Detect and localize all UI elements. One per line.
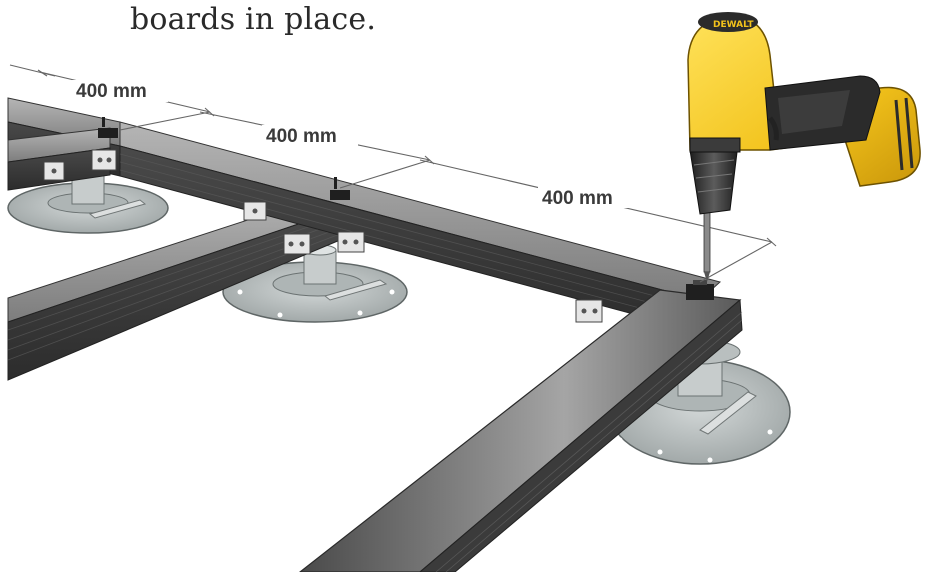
- instruction-caption: boards in place.: [130, 2, 377, 37]
- dimension-labels: 400 mm 400 mm 400 mm: [72, 80, 634, 209]
- rail-bracket: [43, 149, 603, 323]
- board-clip: [98, 117, 714, 300]
- drill-brand-mark: DEWALT: [713, 20, 754, 30]
- dimension-label-3: 400 mm: [542, 188, 613, 209]
- pedestal-middle: [222, 244, 408, 323]
- rail-long-diagonal: [119, 121, 722, 333]
- cordless-drill: DEWALT: [687, 12, 921, 282]
- dimension-label-2: 400 mm: [266, 126, 337, 147]
- dimension-label-1: 400 mm: [76, 81, 147, 102]
- rail-joist-middle: [7, 189, 341, 381]
